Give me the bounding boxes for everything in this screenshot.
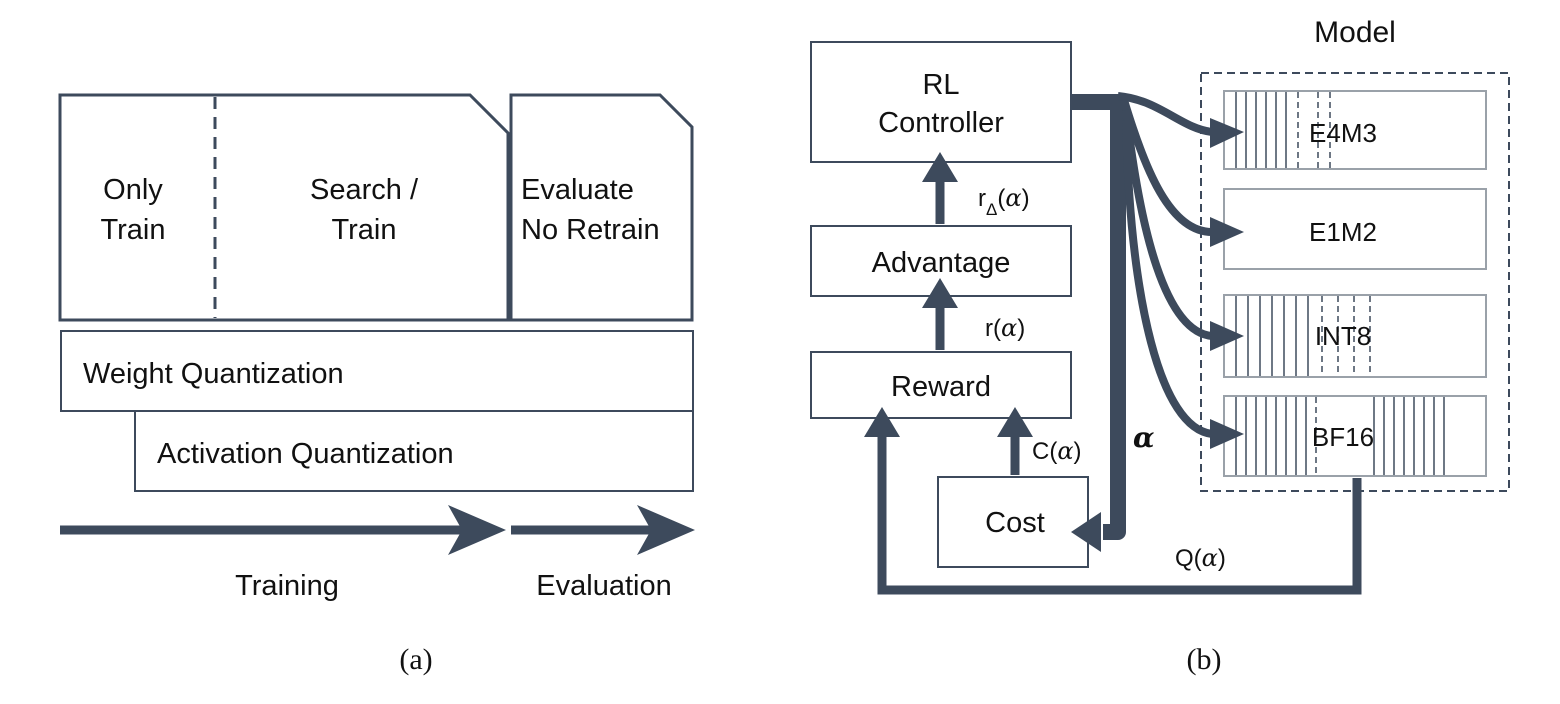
format-label-e4m3: E4M3 xyxy=(1309,118,1377,148)
activation-quantization-label: Activation Quantization xyxy=(157,438,454,470)
evaluation-phase-box xyxy=(509,93,694,322)
cost-to-reward-head xyxy=(997,407,1033,437)
q-feedback-path xyxy=(877,433,1362,595)
model-container xyxy=(1200,72,1510,492)
int8-bit-lines xyxy=(1235,296,1371,376)
cost-label: Cost xyxy=(985,507,1045,539)
e4m3-bit-lines xyxy=(1235,92,1331,168)
format-int8: INT8 xyxy=(1223,294,1487,378)
rl-label-1: RL xyxy=(922,69,959,101)
caption-a: (a) xyxy=(399,643,432,676)
r-delta-label: rΔ(α) xyxy=(978,184,1030,219)
panel-b: Model E4M3 E1M2 xyxy=(810,16,1510,676)
c-alpha-label: C(α) xyxy=(1032,437,1082,465)
evaluation-label: Evaluation xyxy=(536,570,671,602)
training-phase-box xyxy=(58,93,510,322)
evaluation-arrow-head xyxy=(637,505,695,555)
format-e4m3: E4M3 xyxy=(1223,90,1487,170)
search-train-label-2: Train xyxy=(332,214,397,246)
q-feedback-head xyxy=(864,407,900,437)
rl-controller-box xyxy=(810,41,1072,163)
alpha-to-bf16-head xyxy=(1210,419,1244,449)
alpha-to-int8-curve xyxy=(1122,109,1213,340)
alpha-label: α xyxy=(1133,421,1155,454)
activation-quantization-bar xyxy=(134,410,694,492)
model-title: Model xyxy=(1314,16,1396,49)
format-label-int8: INT8 xyxy=(1315,321,1371,351)
format-label-e1m2: E1M2 xyxy=(1309,217,1377,247)
alpha-to-cost-head xyxy=(1071,512,1101,552)
reward-to-advantage-head xyxy=(922,278,958,308)
evaluate-label-1: Evaluate xyxy=(521,174,634,206)
alpha-to-e4m3-head xyxy=(1210,118,1244,148)
advantage-label: Advantage xyxy=(872,247,1011,279)
weight-quantization-label: Weight Quantization xyxy=(83,358,344,390)
weight-quantization-bar xyxy=(60,330,694,412)
reward-box xyxy=(810,351,1072,419)
training-label: Training xyxy=(235,570,339,602)
advantage-to-rl-head xyxy=(922,152,958,182)
rl-label-2: Controller xyxy=(878,107,1004,139)
bf16-bit-lines xyxy=(1235,397,1445,475)
caption-b: (b) xyxy=(1187,643,1222,676)
format-e1m2: E1M2 xyxy=(1223,188,1487,270)
evaluate-label-2: No Retrain xyxy=(521,214,660,246)
alpha-to-int8-head xyxy=(1210,321,1244,351)
panel-a: Only Train Search / Train Evaluate No Re… xyxy=(58,93,695,676)
alpha-to-bf16-curve xyxy=(1122,119,1213,438)
q-alpha-label: Q(α) xyxy=(1175,544,1226,572)
format-bf16: BF16 xyxy=(1223,395,1487,477)
only-train-label-1: Only xyxy=(103,174,163,206)
alpha-to-e1m2-head xyxy=(1210,217,1244,247)
training-arrow-head xyxy=(448,505,506,555)
alpha-to-e4m3-curve xyxy=(1117,92,1213,136)
only-train-label-2: Train xyxy=(101,214,166,246)
search-train-label-1: Search / xyxy=(310,174,419,206)
alpha-path xyxy=(1071,94,1126,540)
r-alpha-label: r(α) xyxy=(985,314,1025,342)
format-label-bf16: BF16 xyxy=(1312,422,1374,452)
cost-box xyxy=(937,476,1089,568)
reward-label: Reward xyxy=(891,371,991,403)
